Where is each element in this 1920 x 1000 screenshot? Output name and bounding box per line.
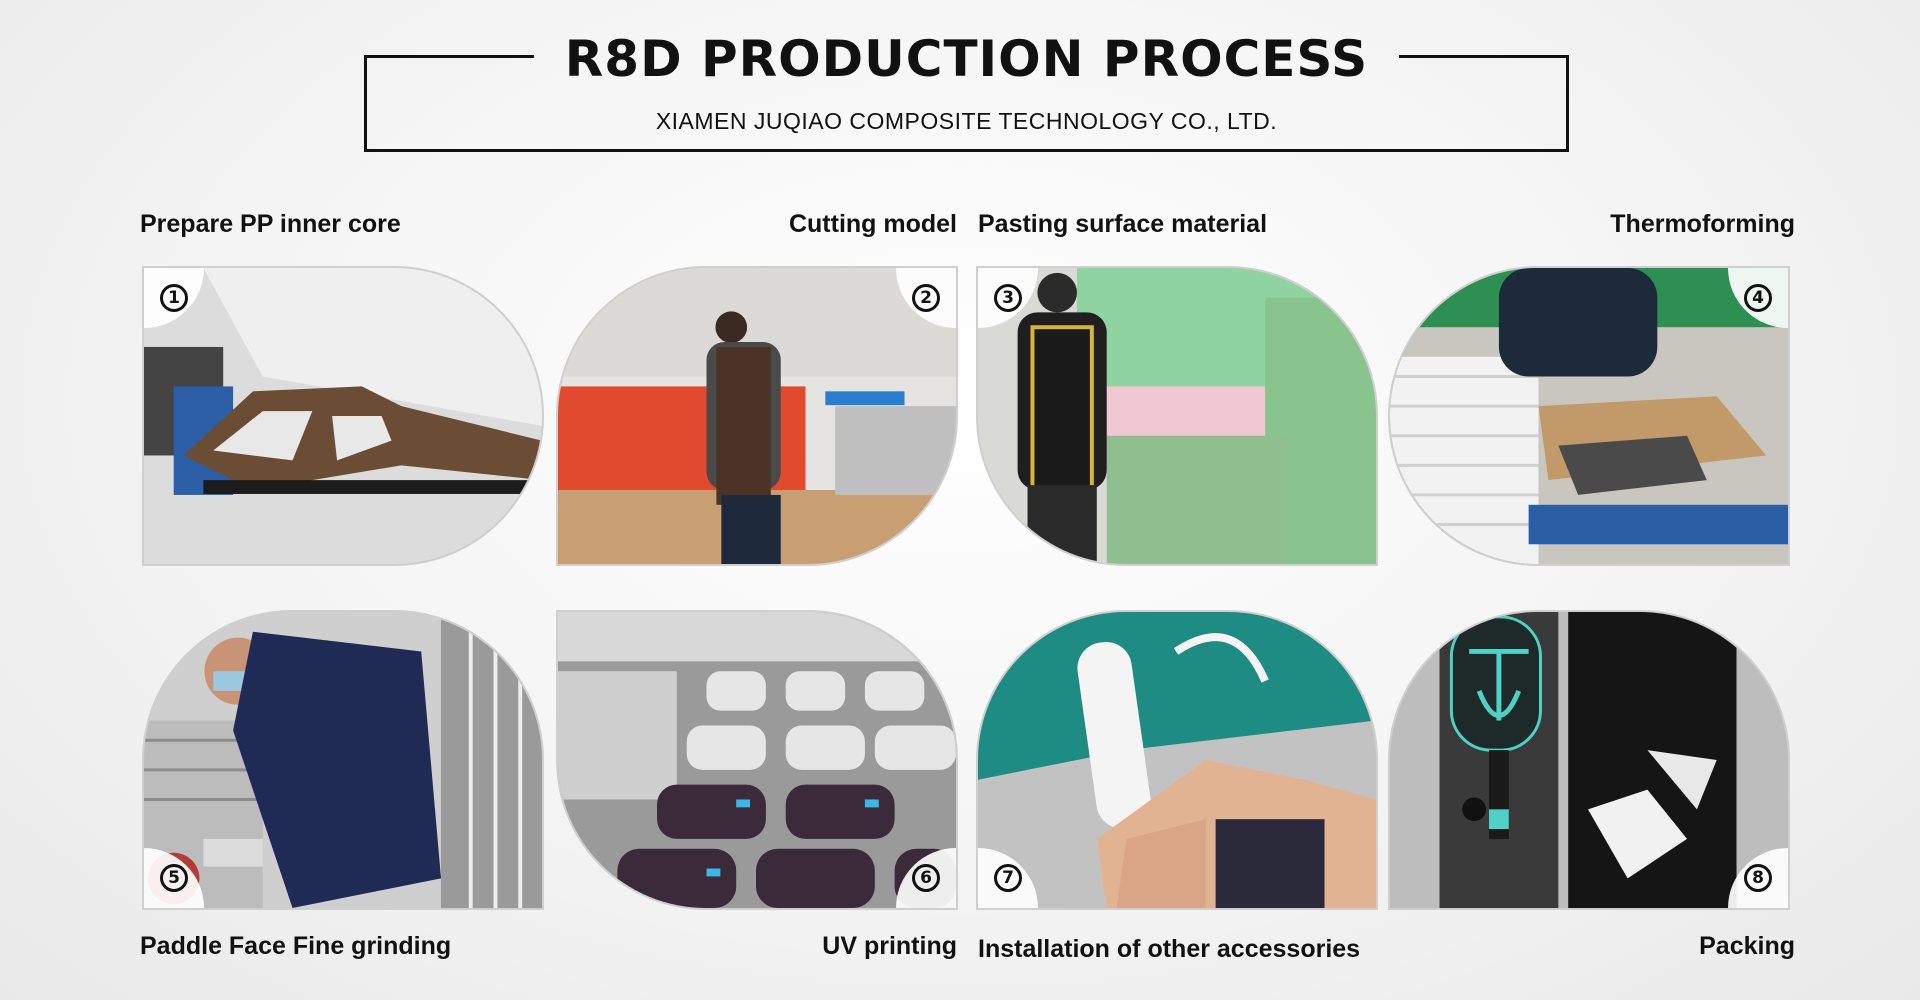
step-2-label: Cutting model bbox=[788, 210, 957, 238]
grinding-photo bbox=[144, 612, 542, 908]
step-5-badge: 5 bbox=[144, 848, 204, 908]
step-5-photo: 5 bbox=[142, 610, 544, 910]
paddle-core-photo bbox=[144, 268, 542, 564]
cutting-machine-photo bbox=[558, 268, 956, 564]
step-4-label: Thermoforming bbox=[1610, 210, 1795, 238]
step-7-label: Installation of other accessories bbox=[978, 935, 1361, 963]
company-name: XIAMEN JUQIAO COMPOSITE TECHNOLOGY CO., … bbox=[655, 108, 1278, 134]
step-3-photo: 3 bbox=[976, 266, 1378, 566]
header-rule-left bbox=[364, 55, 534, 58]
header-frame bbox=[364, 55, 1569, 152]
pasting-machine-photo bbox=[978, 268, 1376, 564]
packing-box-photo bbox=[1390, 612, 1788, 908]
step-1-badge: 1 bbox=[144, 268, 204, 328]
step-1-label: Prepare PP inner core bbox=[140, 210, 401, 238]
grip-wrapping-photo bbox=[978, 612, 1376, 908]
step-6-photo: 6 bbox=[556, 610, 958, 910]
step-1-photo: 1 bbox=[142, 266, 544, 566]
page-title: R8D PRODUCTION PROCESS bbox=[564, 30, 1369, 88]
step-2-photo: 2 bbox=[556, 266, 958, 566]
uv-printing-photo bbox=[558, 612, 956, 908]
header-rule-right bbox=[1399, 55, 1569, 58]
step-4-photo: 4 bbox=[1388, 266, 1790, 566]
thermoforming-photo bbox=[1390, 268, 1788, 564]
step-8-label: Packing bbox=[1699, 932, 1795, 960]
step-3-label: Pasting surface material bbox=[978, 210, 1268, 238]
step-6-label: UV printing bbox=[822, 932, 957, 960]
step-7-photo: 7 bbox=[976, 610, 1378, 910]
step-8-photo: 8 bbox=[1388, 610, 1790, 910]
step-5-label: Paddle Face Fine grinding bbox=[140, 932, 452, 960]
